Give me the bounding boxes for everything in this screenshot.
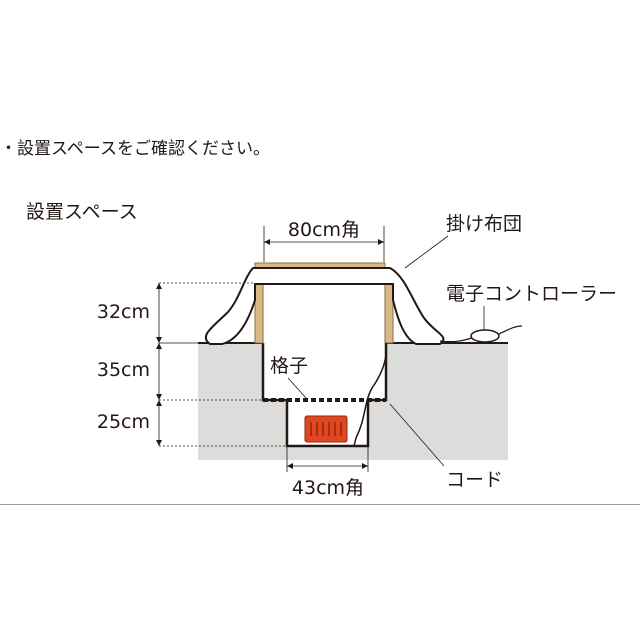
leader-grid — [287, 377, 307, 399]
dim-height-arrows — [156, 283, 162, 446]
section-title: 設置スペース — [26, 201, 138, 223]
heater-unit — [304, 415, 348, 443]
label-top-width: 80cm角 — [288, 219, 360, 241]
heater-slots — [310, 422, 342, 436]
label-height-upper: 32cm — [97, 301, 150, 323]
notice-text: ・設置スペースをご確認ください。 — [0, 139, 270, 159]
installation-diagram: 設置スペース 80cm角 32cm 35cm 25cm 43cm角 掛け布団 電… — [26, 201, 617, 499]
label-blanket: 掛け布団 — [446, 213, 522, 235]
label-grid: 格子 — [270, 355, 308, 377]
controller-cable-to-blanket — [439, 337, 473, 343]
table-leg-left — [254, 280, 264, 344]
blanket-outline — [204, 267, 445, 345]
leader-blanket — [404, 235, 449, 269]
leader-cord — [389, 403, 445, 467]
label-height-lower: 25cm — [97, 411, 150, 433]
label-bottom-width: 43cm角 — [292, 477, 364, 499]
controller-cable — [498, 325, 523, 335]
label-cord: コード — [446, 469, 503, 491]
floor-cross-section — [198, 343, 508, 460]
installation-diagram-panel: 設置スペース 80cm角 32cm 35cm 25cm 43cm角 掛け布団 電… — [0, 186, 640, 504]
controller-unit — [470, 329, 500, 343]
table-leg-right — [384, 280, 394, 344]
label-height-middle: 35cm — [97, 359, 150, 381]
label-controller: 電子コントローラー — [446, 283, 617, 305]
cord-line — [353, 342, 388, 447]
panel-bottom-divider — [0, 504, 640, 505]
